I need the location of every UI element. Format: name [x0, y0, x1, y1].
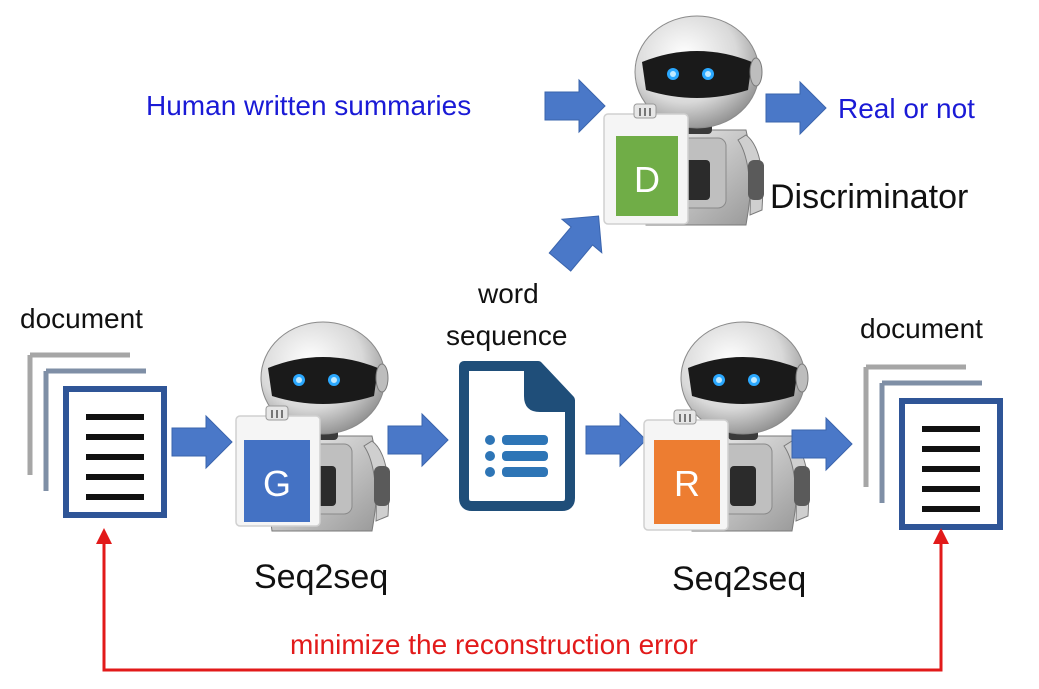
sequence-to-reconstructor-arrow-icon	[585, 413, 647, 467]
reconstructor-seq2seq-label: Seq2seq	[672, 560, 806, 598]
reconstruction-loss-loop	[96, 528, 949, 672]
discriminator-card-letter: D	[634, 159, 660, 200]
word-sequence-file-icon	[459, 361, 575, 511]
document-to-generator-arrow-icon	[171, 415, 233, 469]
real-or-not-label: Real or not	[838, 93, 975, 124]
reconstructor-card-letter: R	[674, 463, 700, 504]
discriminator-card: D	[603, 103, 689, 225]
sequence-label: sequence	[446, 320, 567, 351]
generator-to-sequence-arrow-icon	[387, 413, 449, 467]
summaries-arrow-icon	[544, 79, 606, 133]
reconstruction-error-label: minimize the reconstruction error	[290, 629, 698, 660]
discriminator-label: Discriminator	[770, 178, 968, 216]
loss-arrowhead-left-icon	[96, 528, 112, 544]
output-arrow-icon	[765, 81, 827, 135]
human-summaries-label: Human written summaries	[146, 90, 471, 121]
document-right-stack-icon	[866, 367, 1000, 527]
document-right-label: document	[860, 313, 983, 344]
reconstructor-card: R	[643, 409, 729, 531]
generator-card-letter: G	[263, 463, 291, 504]
document-left-stack-icon	[30, 355, 164, 515]
word-label: word	[477, 278, 539, 309]
document-left-label: document	[20, 303, 143, 334]
generator-card: G	[235, 405, 321, 527]
generator-seq2seq-label: Seq2seq	[254, 558, 388, 596]
loss-arrowhead-right-icon	[933, 528, 949, 544]
